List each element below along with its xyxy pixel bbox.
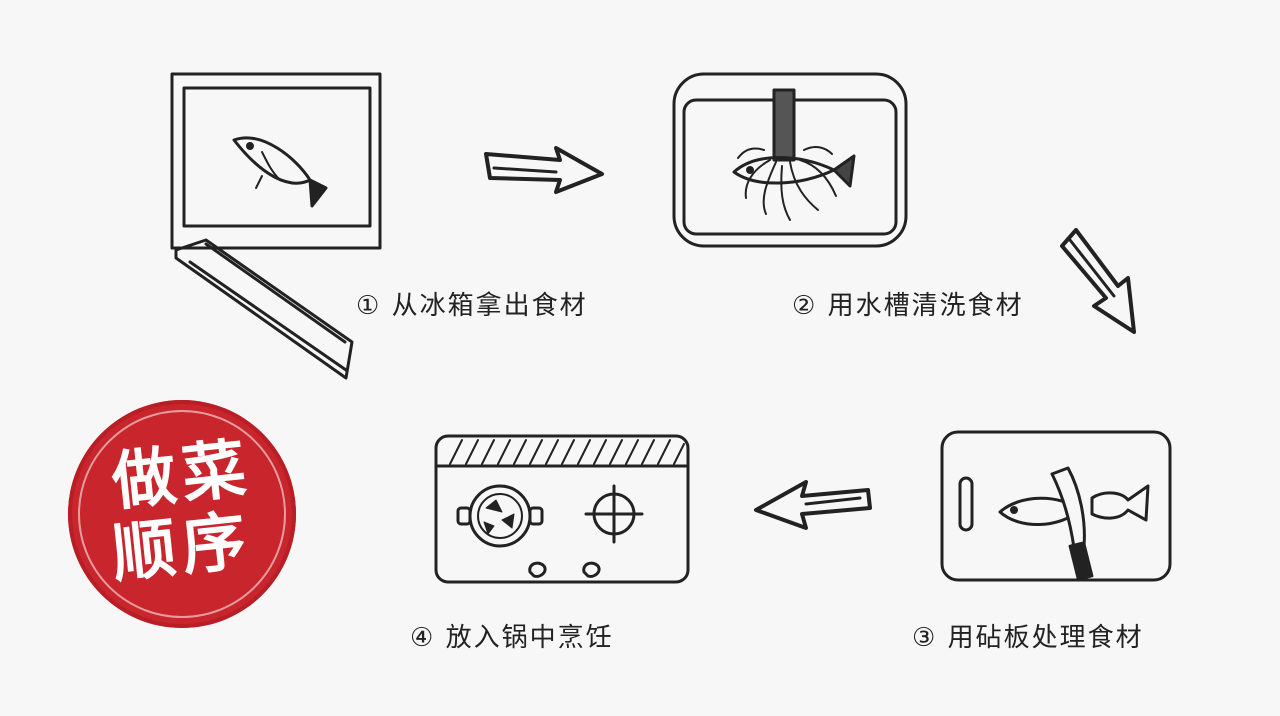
step-3-caption: ③ 用砧板处理食材 [912,623,1144,653]
knob-icon [582,561,601,578]
step-4-caption: ④ 放入锅中烹饪 [410,623,614,653]
knife-icon [1050,466,1094,581]
fish-icon [732,154,856,188]
burner-icon [584,484,644,544]
fridge-icon [170,72,382,380]
arrow-down-right-icon [1060,228,1136,334]
arrow-left-icon [754,480,872,530]
arrow-right-icon [484,146,604,194]
stove-backsplash-hatch [449,439,685,465]
cutting-board-icon [940,430,1172,582]
sink-icon [672,72,908,248]
stove-icon [434,434,690,584]
fish-icon [232,136,328,208]
step-2-caption: ② 用水槽清洗食材 [792,291,1024,321]
cooking-order-stamp: 做菜 顺序 [68,400,296,628]
water-splash-icon [737,146,837,221]
pot-icon [456,484,544,548]
knob-icon [528,561,547,578]
stamp-ring [78,410,286,618]
step-1-caption: ① 从冰箱拿出食材 [356,291,588,321]
